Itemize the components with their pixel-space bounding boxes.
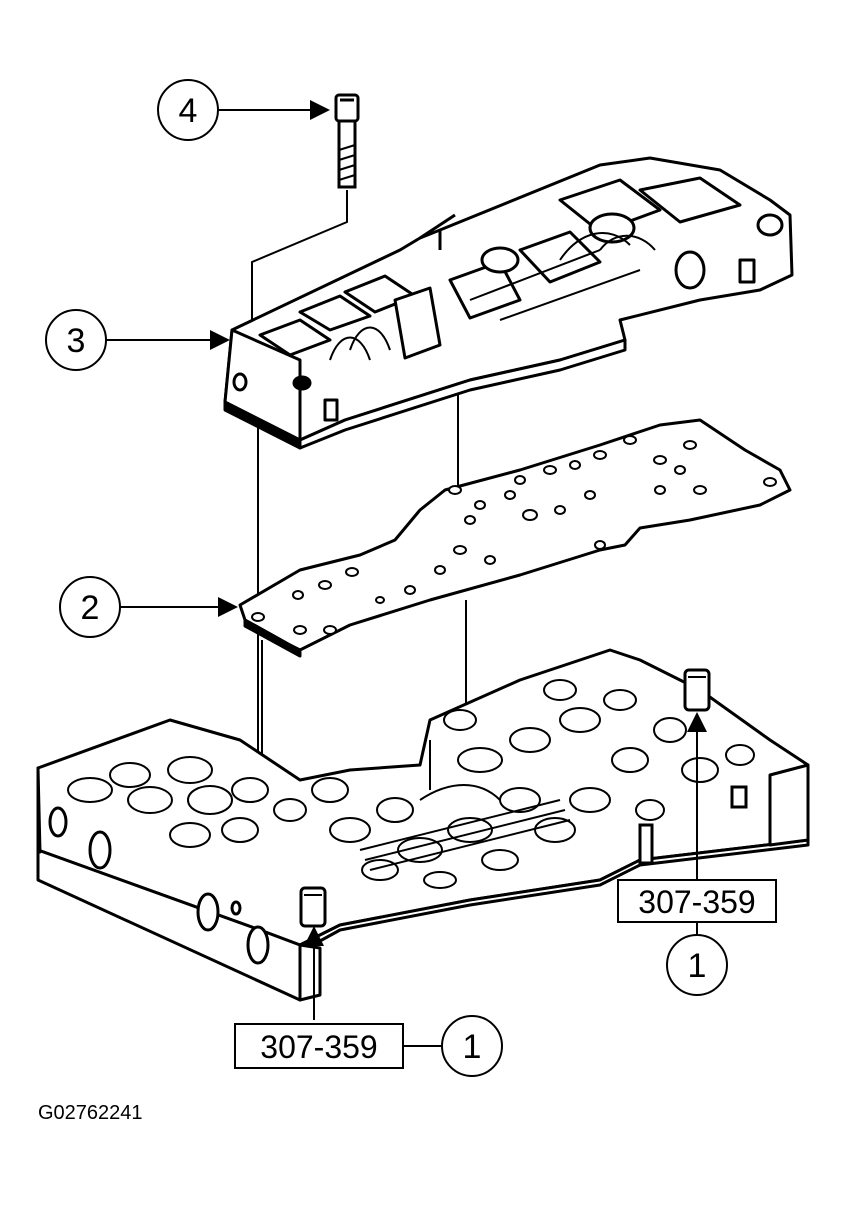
- callout-2-label: 2: [81, 589, 100, 627]
- upper-body-ridges: [329, 232, 656, 361]
- callout-1-right: 1: [666, 934, 728, 996]
- upper-valve-body: [223, 156, 794, 450]
- plate-holes: [251, 435, 777, 635]
- lower-body-channels: [359, 740, 571, 871]
- callout-1-right-label: 1: [688, 947, 707, 985]
- lower-body-ports: [48, 785, 748, 965]
- tool-label-right: 307-359: [617, 879, 777, 923]
- callout-1-bottom: 1: [441, 1015, 503, 1077]
- tool-label-right-text: 307-359: [638, 884, 755, 920]
- alignment-pin-left: [299, 886, 327, 928]
- bolt-guide-line: [251, 190, 348, 330]
- lower-body-pockets: [67, 679, 755, 889]
- callout-3: 3: [45, 309, 107, 371]
- bolt-part: [334, 93, 360, 189]
- figure-code: G02762241: [38, 1102, 143, 1124]
- callout-1-bottom-label: 1: [463, 1028, 482, 1066]
- callout-2: 2: [59, 576, 121, 638]
- tool-label-bottom: 307-359: [234, 1023, 404, 1069]
- separator-plate: [238, 418, 792, 658]
- callout-3-label: 3: [67, 322, 86, 360]
- alignment-pin-right: [683, 668, 711, 712]
- callout-4-label: 4: [179, 92, 198, 130]
- leader-lines: [106, 100, 707, 1047]
- callout-4: 4: [157, 79, 219, 141]
- tool-label-bottom-text: 307-359: [260, 1029, 377, 1065]
